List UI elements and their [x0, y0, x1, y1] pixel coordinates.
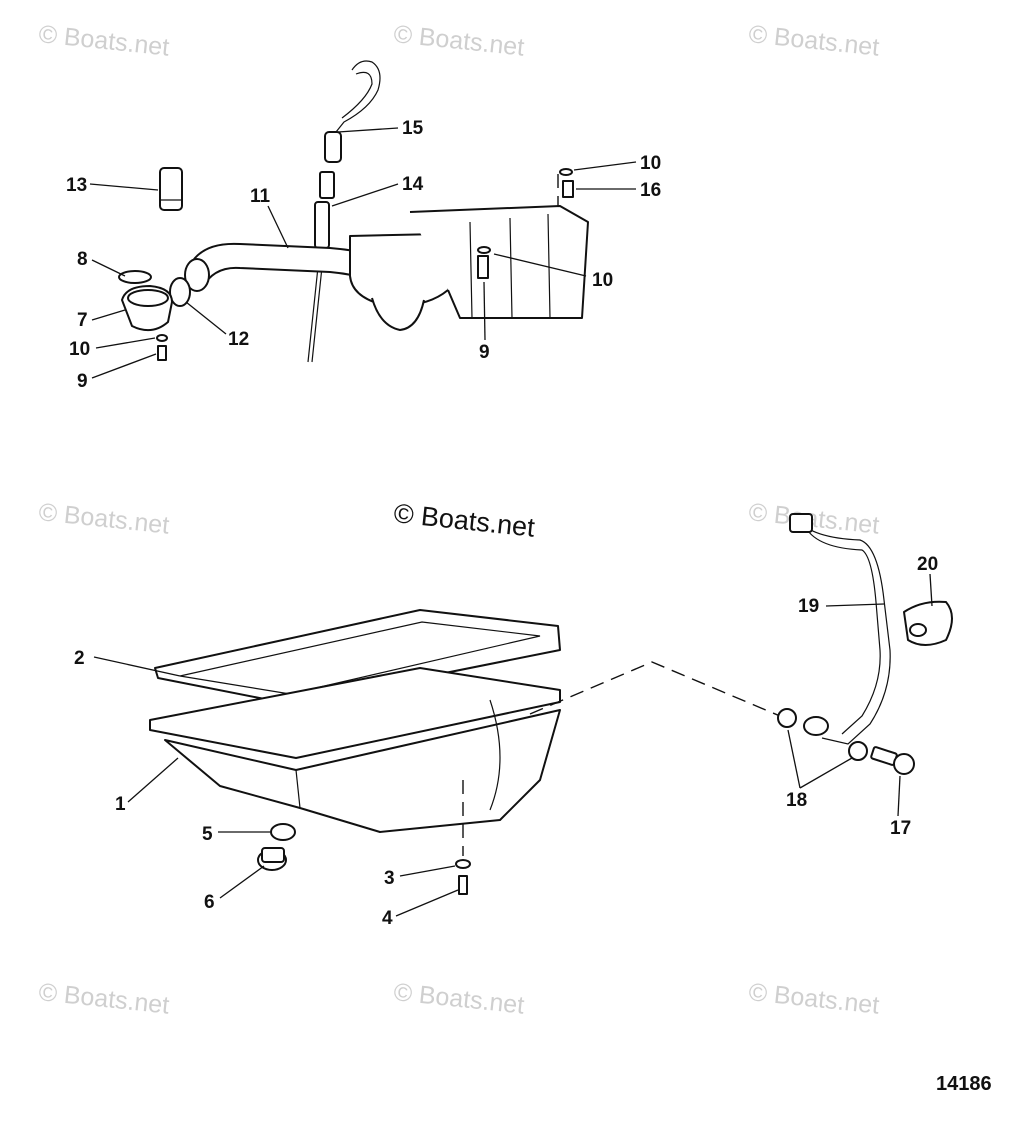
callout-2: 2 [74, 648, 85, 669]
callout-14: 14 [402, 174, 424, 195]
watermark-center: © Boats.net [392, 498, 536, 543]
callout-16: 16 [640, 180, 661, 201]
valve-cover [349, 168, 589, 331]
drain-plug-6 [257, 847, 287, 871]
callout-20: 20 [917, 554, 938, 575]
callout-18: 18 [786, 790, 807, 811]
watermark: © Boats.net [747, 498, 880, 540]
watermark: © Boats.net [37, 978, 170, 1020]
watermark: © Boats.net [37, 20, 170, 62]
figure-number: 14186 [936, 1073, 992, 1095]
bolt-17 [870, 746, 915, 775]
callout-8: 8 [77, 249, 88, 270]
washer-18a [777, 708, 797, 728]
callout-13: 13 [66, 175, 87, 196]
callout-6: 6 [204, 892, 215, 913]
callout-9: 9 [479, 342, 490, 363]
plug-4 [458, 875, 468, 895]
callout-10: 10 [640, 153, 661, 174]
watermark: © Boats.net [747, 978, 880, 1020]
oil-tube-19 [789, 513, 891, 745]
watermark: © Boats.net [37, 498, 170, 540]
washer-5 [270, 823, 296, 841]
callout-4: 4 [382, 908, 393, 929]
callout-12: 12 [228, 329, 249, 350]
pan-gasket [154, 609, 561, 705]
callout-10: 10 [592, 270, 613, 291]
oil-pan [149, 667, 561, 833]
watermark: © Boats.net [747, 20, 880, 62]
dipstick [307, 60, 381, 363]
callout-5: 5 [202, 824, 213, 845]
leader-lines [89, 127, 933, 917]
adapter-7 [118, 270, 173, 361]
callout-1: 1 [115, 794, 126, 815]
callout-10: 10 [69, 339, 90, 360]
fitting-20 [903, 600, 953, 646]
callout-layer: 13 11 8 7 10 9 12 14 15 10 16 10 9 2 1 5… [66, 118, 938, 929]
callout-11: 11 [250, 186, 271, 207]
watermark: © Boats.net [392, 20, 525, 62]
watermark: © Boats.net [392, 978, 525, 1020]
callout-17: 17 [890, 818, 911, 839]
callout-9: 9 [77, 371, 88, 392]
washer-3 [455, 859, 471, 869]
callout-19: 19 [798, 596, 819, 617]
callout-3: 3 [384, 868, 395, 889]
callout-7: 7 [77, 310, 88, 331]
washer-18b [848, 741, 868, 761]
gasket-12 [169, 277, 191, 307]
breather-13 [159, 167, 183, 211]
callout-15: 15 [402, 118, 424, 139]
